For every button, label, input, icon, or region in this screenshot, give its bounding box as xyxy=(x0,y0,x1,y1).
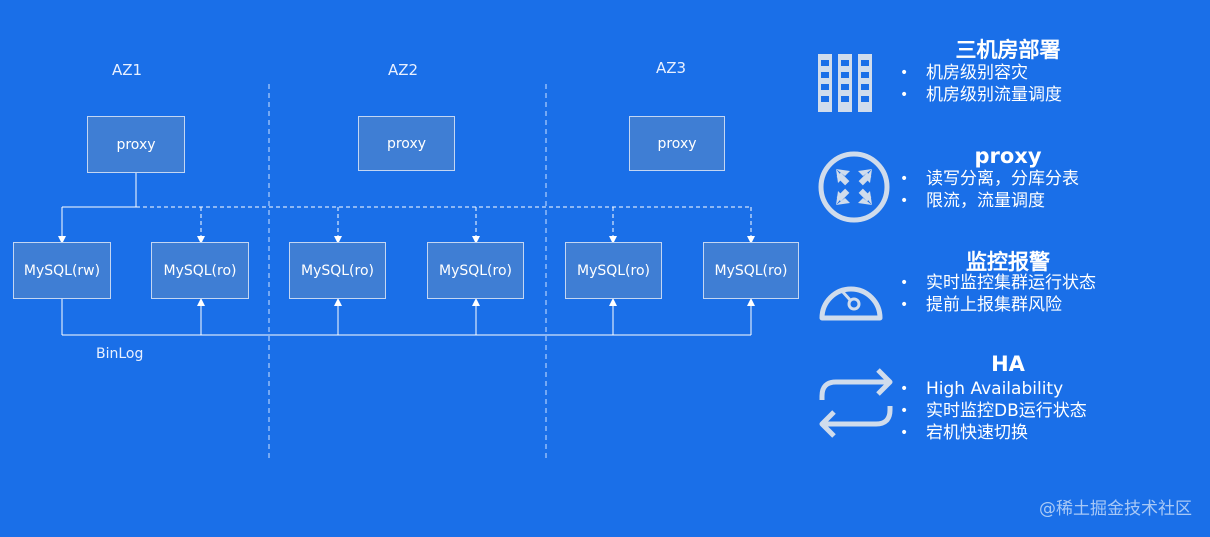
feature-item: 实时监控集群运行状态 xyxy=(900,272,1096,294)
mysql-node: MySQL(ro) xyxy=(427,242,524,299)
feature-item: 宕机快速切换 xyxy=(900,422,1087,444)
feature-monitoring: 监控报警 实时监控集群运行状态 提前上报集群风险 xyxy=(812,246,1202,336)
feature-title: 监控报警 xyxy=(966,250,1050,274)
topology-lines xyxy=(58,84,755,462)
router-arrows-icon xyxy=(818,151,890,223)
mysql-node: MySQL(ro) xyxy=(565,242,662,299)
feature-ha: HA High Availability 实时监控DB运行状态 宕机快速切换 xyxy=(812,352,1202,452)
feature-item: 读写分离，分库分表 xyxy=(900,168,1079,190)
feature-proxy: proxy 读写分离，分库分表 限流，流量调度 xyxy=(812,144,1202,234)
mysql-node: MySQL(ro) xyxy=(703,242,799,299)
feature-item: High Availability xyxy=(900,378,1087,400)
az-label: AZ3 xyxy=(656,59,687,77)
feature-title: proxy xyxy=(974,144,1042,168)
gauge-icon xyxy=(819,286,883,321)
switch-arrows-icon xyxy=(819,368,893,438)
server-rack-icon xyxy=(818,54,872,112)
mysql-node: MySQL(ro) xyxy=(151,242,249,299)
feature-title: HA xyxy=(991,352,1025,376)
feature-item: 机房级别容灾 xyxy=(900,62,1062,84)
proxy-node: proxy xyxy=(358,116,455,171)
feature-multi-az: 三机房部署 机房级别容灾 机房级别流量调度 xyxy=(812,34,1202,124)
az-label: AZ2 xyxy=(388,61,419,79)
feature-item: 机房级别流量调度 xyxy=(900,84,1062,106)
feature-item: 实时监控DB运行状态 xyxy=(900,400,1087,422)
feature-title: 三机房部署 xyxy=(955,38,1061,62)
az-label: AZ1 xyxy=(112,61,143,79)
proxy-node: proxy xyxy=(87,116,185,173)
watermark: @稀土掘金技术社区 xyxy=(1039,499,1192,519)
binlog-label: BinLog xyxy=(96,346,144,362)
mysql-node: MySQL(rw) xyxy=(13,242,111,299)
feature-item: 提前上报集群风险 xyxy=(900,294,1096,316)
proxy-node: proxy xyxy=(629,116,725,171)
feature-item: 限流，流量调度 xyxy=(900,190,1079,212)
mysql-node: MySQL(ro) xyxy=(289,242,386,299)
